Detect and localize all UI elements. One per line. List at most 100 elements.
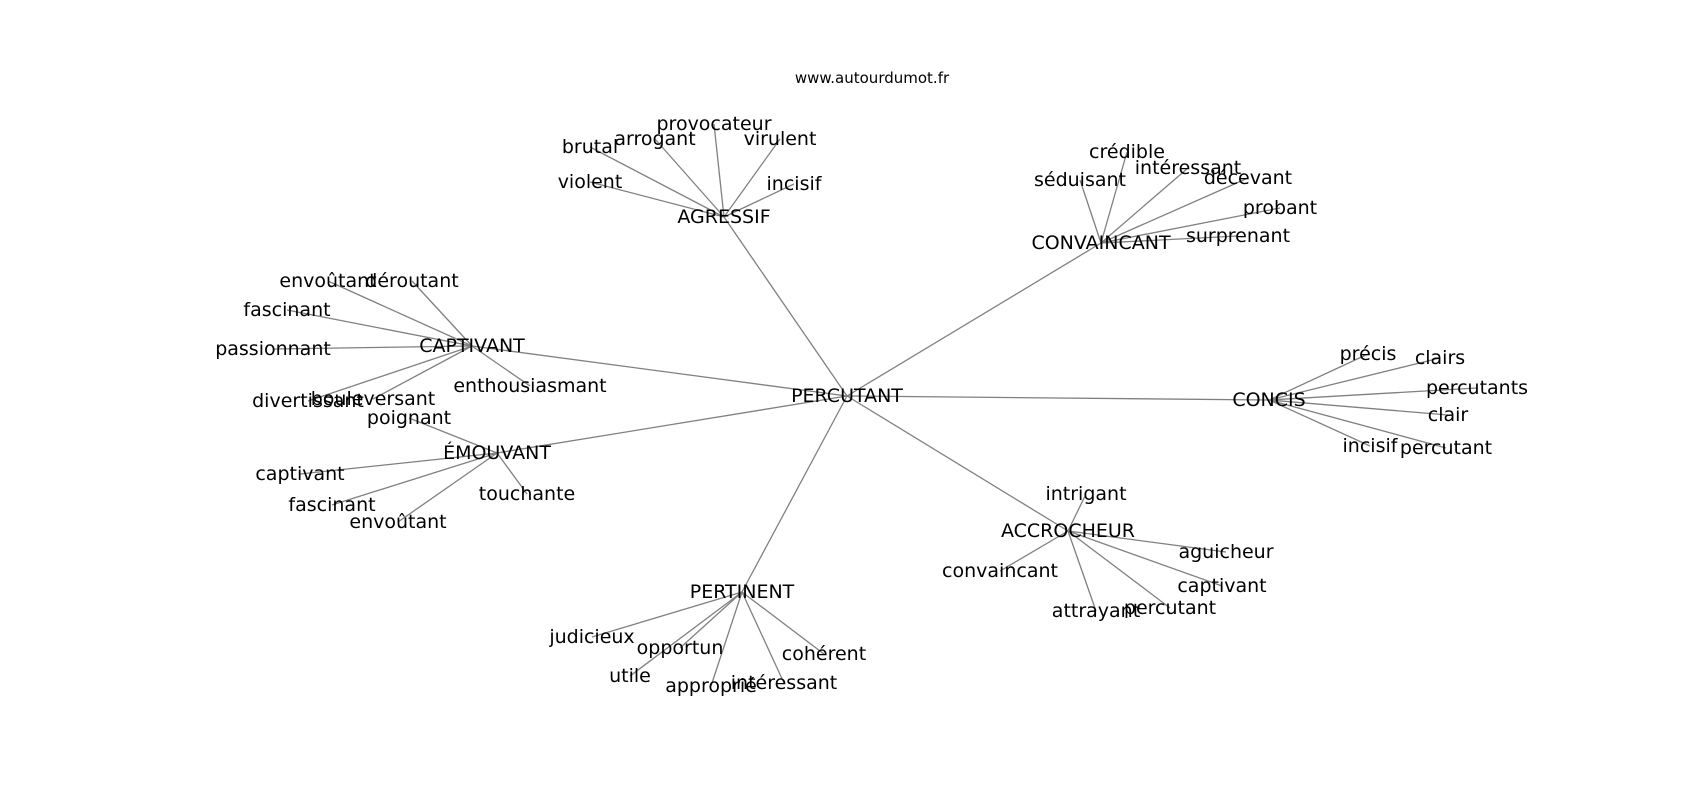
edge-agressif-4 [589,181,725,218]
edge-accrocheur-5 [1067,530,1171,609]
root-node[interactable]: PERCUTANT [791,385,903,407]
edge-accrocheur-2 [999,530,1069,572]
edge-accrocheur-3 [1067,530,1223,587]
word-node[interactable]: incisif [767,173,823,195]
word-node[interactable]: judicieux [548,626,634,648]
edge-captivant-4 [307,345,473,402]
cluster-node-captivant[interactable]: CAPTIVANT [419,335,525,357]
edge-convaincant-0 [1100,151,1128,244]
edge-convaincant-5 [1100,235,1239,244]
edge-pertinent-5 [741,591,785,684]
word-node[interactable]: aguicheur [1178,541,1273,563]
graph-edges [272,123,1478,687]
word-node[interactable]: utile [609,665,651,687]
word-node[interactable]: approprié [665,675,757,697]
word-node[interactable]: attrayant [1052,600,1140,622]
edge-root-emouvant [496,395,848,454]
word-node[interactable]: passionnant [215,338,331,360]
edge-captivant-6 [471,345,531,387]
word-node[interactable]: opportun [637,637,724,659]
word-node[interactable]: séduisant [1034,169,1126,191]
edge-accrocheur-1 [1067,530,1227,553]
site-url[interactable]: www.autourdumot.fr [795,69,950,87]
edge-root-pertinent [741,395,848,593]
word-node[interactable]: poignant [367,407,451,429]
edge-convaincant-4 [1100,207,1281,244]
edge-pertinent-0 [591,591,743,638]
edge-agressif-1 [654,138,725,218]
cluster-node-accrocheur[interactable]: ACCROCHEUR [1001,520,1135,542]
edge-convaincant-3 [1100,177,1249,244]
word-node[interactable]: percutant [1124,597,1216,619]
word-node[interactable]: violent [558,171,623,193]
word-node[interactable]: probant [1243,197,1317,219]
edge-root-agressif [723,216,848,397]
edge-emouvant-4 [496,452,528,495]
edge-concis-3 [1268,399,1449,416]
edge-agressif-3 [723,138,781,218]
word-node[interactable]: brutal [562,136,618,158]
word-node[interactable]: touchante [479,483,575,505]
edge-emouvant-1 [299,452,498,475]
edge-accrocheur-4 [1067,530,1097,612]
edge-concis-0 [1268,353,1369,401]
word-node[interactable]: provocateur [656,113,771,135]
word-node[interactable]: précis [1340,343,1397,365]
word-node[interactable]: déroutant [365,270,458,292]
edge-concis-2 [1268,387,1478,401]
cluster-node-agressif[interactable]: AGRESSIF [677,206,770,228]
word-node[interactable]: virulent [744,128,817,150]
word-node[interactable]: divertissant [252,390,364,412]
cluster-node-emouvant[interactable]: ÉMOUVANT [443,441,551,464]
word-node[interactable]: fascinant [288,494,375,516]
edge-pertinent-1 [679,591,743,649]
edge-concis-1 [1268,357,1441,401]
word-node[interactable]: arrogant [614,128,695,150]
edge-convaincant-1 [1100,167,1189,244]
word-node[interactable]: intéressant [731,672,837,694]
edge-captivant-1 [411,280,473,347]
word-node[interactable]: crédible [1089,141,1165,163]
edge-captivant-3 [272,345,473,350]
word-node[interactable]: enthousiasmant [453,375,606,397]
edge-root-accrocheur [846,395,1069,532]
edge-agressif-5 [723,183,795,218]
edge-pertinent-3 [629,591,743,677]
edge-root-captivant [471,345,848,397]
word-node[interactable]: cohérent [782,643,866,665]
word-node[interactable]: intrigant [1045,483,1126,505]
edge-emouvant-0 [408,417,498,454]
word-node[interactable]: clair [1428,404,1469,426]
word-node[interactable]: percutants [1426,377,1528,399]
word-node[interactable]: envoûtant [349,511,446,533]
word-node[interactable]: bouleversant [311,388,435,410]
word-node[interactable]: décevant [1204,167,1292,189]
edge-captivant-5 [372,345,473,400]
word-node[interactable]: percutant [1400,437,1492,459]
edge-convaincant-2 [1079,179,1102,244]
cluster-node-convaincant[interactable]: CONVAINCANT [1031,232,1171,254]
edge-root-concis [846,395,1270,401]
edge-agressif-0 [589,146,725,218]
word-node[interactable]: clairs [1415,347,1465,369]
word-node[interactable]: captivant [1177,575,1266,597]
edge-pertinent-2 [741,591,825,655]
word-node[interactable]: surprenant [1186,225,1290,247]
word-node[interactable]: incisif [1343,435,1399,457]
cluster-node-concis[interactable]: CONCIS [1232,389,1305,411]
edge-concis-4 [1268,399,1371,447]
edge-emouvant-2 [331,452,498,506]
cluster-node-pertinent[interactable]: PERTINENT [690,581,795,603]
word-node[interactable]: convaincant [942,560,1058,582]
edge-captivant-2 [286,309,473,347]
word-node[interactable]: fascinant [243,299,330,321]
word-node[interactable]: envoûtant [279,270,376,292]
edge-pertinent-4 [710,591,743,687]
word-node[interactable]: captivant [255,463,344,485]
word-node[interactable]: intéressant [1135,157,1241,179]
edge-agressif-2 [713,123,725,218]
edge-concis-5 [1268,399,1447,449]
graph-labels: PERCUTANT AGRESSIF brutalarrogantprovocate… [215,113,1528,697]
edge-accrocheur-0 [1067,493,1087,532]
